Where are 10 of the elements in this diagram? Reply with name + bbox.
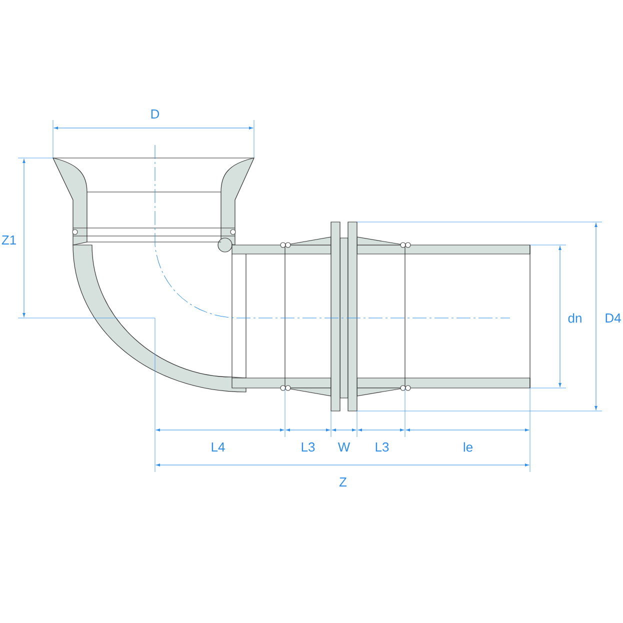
dimension-label: D4 bbox=[606, 314, 621, 322]
dimension-label: W bbox=[338, 442, 350, 452]
dimension-label: L3 bbox=[302, 442, 315, 452]
dimension-label: D bbox=[151, 110, 160, 118]
dimension-label: L3 bbox=[376, 442, 389, 452]
dimension-label: L4 bbox=[212, 442, 225, 452]
dimension-label: le bbox=[464, 442, 472, 452]
dimension-label: dn bbox=[568, 313, 582, 323]
dimension-label: Z1 bbox=[2, 236, 16, 244]
dimension-label: Z bbox=[339, 478, 347, 486]
